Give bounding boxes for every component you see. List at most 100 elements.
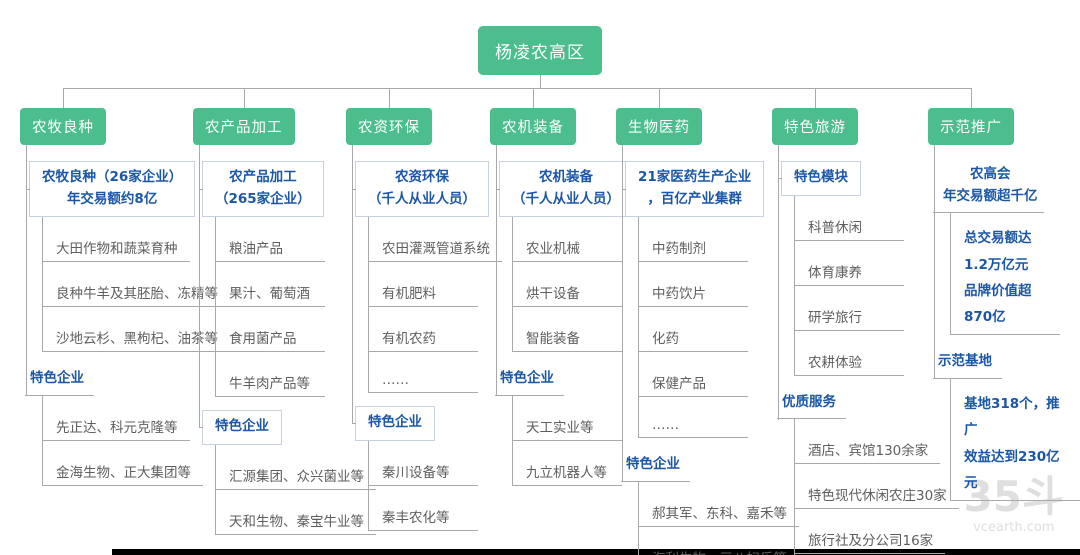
tree-item: 农耕体验 [794,330,904,376]
section: 特色企业秦川设备等秦丰农化等 [352,393,502,531]
connector-line [971,88,972,108]
branch-node: 示范推广 [928,108,1014,145]
tree-item: 保健产品 [638,352,748,398]
section-head: 优质服务 [777,389,846,420]
tree-item: 化药 [638,307,748,353]
section-head: 农牧良种（26家企业） 年交易额约8亿 [25,161,196,218]
tree-item: 食用菌产品 [215,307,325,353]
branch-body: 特色模块科普休闲体育康养研学旅行农耕体验优质服务酒店、宾馆130余家特色现代休闲… [772,145,959,555]
section: 示范基地基地318个，推广 效益达到230亿元 [933,335,1080,502]
branch-body: 农牧良种（26家企业） 年交易额约8亿大田作物和蔬菜育种良种牛羊及其胚胎、冻精等… [20,144,230,486]
tree-item: 九立机器人等 [512,440,622,486]
tree-item: 大田作物和蔬菜育种 [42,217,190,263]
tree-item: 先正达、科元克隆等 [42,395,190,441]
section-head: 特色企业 [199,410,282,445]
connector-line [244,88,245,108]
tree-item: …… [368,352,478,394]
tree-item: 总交易额达 1.2万亿元 品牌价值超 870亿 [950,213,1060,336]
connector-line [815,88,816,108]
tree-item: 农业机械 [512,217,622,263]
section: 农产品加工 （265家企业）粮油产品果汁、葡萄酒食用菌产品牛羊肉产品等 [199,144,376,398]
tree-item: 沙地云杉、黑枸杞、油茶等 [42,307,230,353]
section-items: 中药制剂中药饮片化药保健产品…… [638,217,799,439]
section: 特色企业汇源集团、众兴菌业等天和生物、秦宝牛业等 [199,397,376,535]
section-items: 总交易额达 1.2万亿元 品牌价值超 870亿 [950,213,1080,336]
tree-item: 粮油产品 [215,217,325,263]
section: 特色企业天工实业等九立机器人等 [495,352,633,486]
tree-item: 牛羊肉产品等 [215,352,325,398]
branch-body: 农产品加工 （265家企业）粮油产品果汁、葡萄酒食用菌产品牛羊肉产品等特色企业汇… [193,144,376,535]
section: 特色企业先正达、科元克隆等金海生物、正大集团等 [25,352,230,486]
branch-2: 农产品加工农产品加工 （265家企业）粮油产品果汁、葡萄酒食用菌产品牛羊肉产品等… [193,108,376,535]
branch-node: 农机装备 [490,108,576,145]
tree-item: 有机肥料 [368,262,478,308]
tree-item: 农田灌溉管道系统 [368,217,502,263]
tree-item: 中药饮片 [638,262,748,308]
section-head: 特色企业 [352,406,435,441]
branch-node: 农资环保 [346,108,432,145]
section-head: 农产品加工 （265家企业） [199,161,324,218]
tree-item: …… [638,397,748,439]
watermark-brand: 35斗 [963,472,1064,521]
section-head: 农资环保 （千人从业人员） [352,161,489,218]
tree-item: 良种牛羊及其胚胎、冻精等 [42,262,230,308]
connector-line [63,88,64,108]
tree-item: 果汁、葡萄酒 [215,262,325,308]
section-items: 农田灌溉管道系统有机肥料有机农药…… [368,217,502,394]
connector-line [540,75,541,88]
tree-item: 研学旅行 [794,285,904,331]
section: 农牧良种（26家企业） 年交易额约8亿大田作物和蔬菜育种良种牛羊及其胚胎、冻精等… [25,144,230,353]
connector-line [389,88,390,108]
section-items: 秦川设备等秦丰农化等 [368,440,502,531]
watermark-site: vcearth.com [973,520,1055,535]
section-head: 特色企业 [495,365,564,396]
branch-node: 农牧良种 [20,108,106,145]
branch-node: 特色旅游 [772,108,858,145]
tree-item: 体育康养 [794,240,904,286]
section-head: 特色企业 [25,365,94,396]
branch-4: 农机装备农机装备 （千人从业人员）农业机械烘干设备智能装备特色企业天工实业等九立… [490,108,633,486]
section-head: 示范基地 [933,348,1002,380]
section-head: 农高会 年交易额超千亿 [933,161,1044,214]
section-items: 粮油产品果汁、葡萄酒食用菌产品牛羊肉产品等 [215,217,376,398]
section: 农机装备 （千人从业人员）农业机械烘干设备智能装备 [496,144,633,353]
section-head: 农机装备 （千人从业人员） [496,161,633,218]
branch-7: 示范推广农高会 年交易额超千亿总交易额达 1.2万亿元 品牌价值超 870亿示范… [928,108,1080,502]
tree-item: 科普休闲 [794,195,904,241]
section-items: 大田作物和蔬菜育种良种牛羊及其胚胎、冻精等沙地云杉、黑枸杞、油茶等 [42,217,230,353]
connector-line [659,88,660,108]
tree-item: 烘干设备 [512,262,622,308]
tree-item: 金海生物、正大集团等 [42,440,203,486]
tree-item: 智能装备 [512,307,622,353]
tree-item: 天工实业等 [512,395,622,441]
tree-item: 秦川设备等 [368,440,478,486]
section-items: 郝其军、东科、嘉禾等海利生物、三八妇乐等 [638,481,799,555]
tree-item: 海利生物、三八妇乐等 [638,526,799,555]
tree-item: 基地318个，推广 效益达到230亿元 [950,379,1080,502]
root-node: 杨凌农高区 [478,26,602,75]
connector-line [533,88,534,108]
tree-item: 中药制剂 [638,217,748,263]
section: 21家医药生产企业 ，百亿产业集群中药制剂中药饮片化药保健产品…… [621,144,799,439]
section-items: 先正达、科元克隆等金海生物、正大集团等 [42,395,230,486]
tree-item: 特色现代休闲农庄30家 [794,464,959,510]
section-items: 酒店、宾馆130余家特色现代休闲农庄30家旅行社及分公司16家农家乐百余家 [794,419,959,555]
branch-body: 21家医药生产企业 ，百亿产业集群中药制剂中药饮片化药保健产品……特色企业郝其军… [616,144,799,555]
tree-item: 汇源集团、众兴菌业等 [215,444,376,490]
tree-item: 郝其军、东科、嘉禾等 [638,481,799,527]
section-items: 天工实业等九立机器人等 [512,395,633,486]
bottom-black-bar [112,549,1080,555]
section-items: 基地318个，推广 效益达到230亿元 [950,379,1080,502]
tree-item: 旅行社及分公司16家 [794,509,946,555]
watermark: 35斗 vcearth.com [963,472,1064,536]
section-head: 21家医药生产企业 ，百亿产业集群 [621,161,765,218]
section-head: 特色模块 [778,161,861,196]
tree-item: 秦丰农化等 [368,485,478,531]
branch-node: 农产品加工 [193,108,295,145]
section: 优质服务酒店、宾馆130余家特色现代休闲农庄30家旅行社及分公司16家农家乐百余… [777,375,959,555]
section-items: 农业机械烘干设备智能装备 [512,217,633,353]
